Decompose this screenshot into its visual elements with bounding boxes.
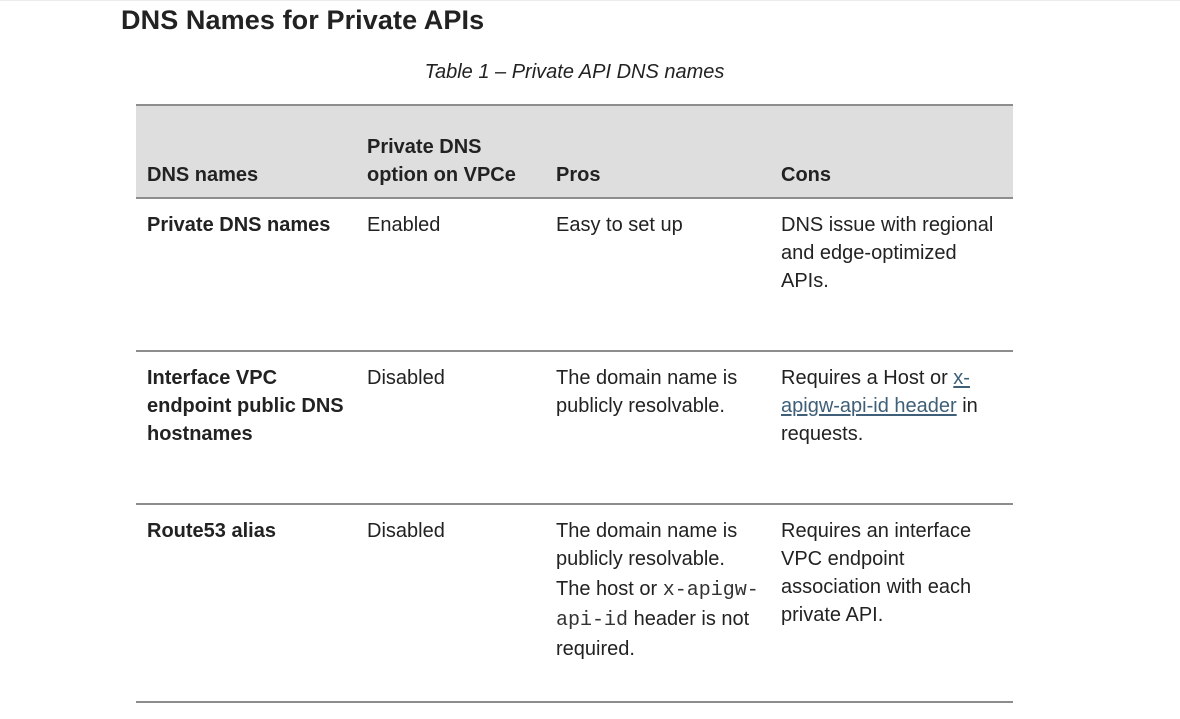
cell-pros: The domain name is publicly resolvable. <box>556 367 738 417</box>
pros-text-after-code: header is not required. <box>556 608 750 660</box>
cell-cons: Requires a Host or x-apigw-api-id header… <box>770 351 1013 504</box>
cell-pros: The domain name is publicly resolvable. … <box>545 504 770 702</box>
column-header-private-dns-option: Private DNS option on VPCe <box>367 136 516 186</box>
table-header-row: DNS names Private DNS option on VPCe Pro… <box>136 105 1013 198</box>
cons-text-after-link: in requests. <box>781 395 978 445</box>
cell-cons: Requires an interface VPC endpoint assoc… <box>781 520 972 626</box>
column-header-cons: Cons <box>781 164 831 186</box>
column-header-pros: Pros <box>556 164 601 186</box>
pros-paragraph-host-header: The host or x-apigw-api-id header is not… <box>556 575 764 663</box>
cell-dns-name: Route53 alias <box>147 520 276 542</box>
page-heading: DNS Names for Private APIs <box>121 5 485 35</box>
table-caption: Table 1 – Private API DNS names <box>424 61 725 83</box>
table-row: Interface VPC endpoint public DNS hostna… <box>136 351 1013 504</box>
dns-names-table: DNS names Private DNS option on VPCe Pro… <box>136 104 1013 703</box>
cell-dns-name: Interface VPC endpoint public DNS hostna… <box>147 367 344 445</box>
cell-private-dns-option: Disabled <box>367 367 445 389</box>
column-header-dns-names: DNS names <box>147 164 259 186</box>
cell-private-dns-option: Disabled <box>367 520 445 542</box>
cell-private-dns-option: Enabled <box>367 214 441 236</box>
x-apigw-api-id-code: x-apigw-api-id <box>556 579 759 632</box>
table-row: Private DNS names Enabled Easy to set up… <box>136 198 1013 351</box>
pros-paragraph: The domain name is publicly resolvable. <box>556 520 738 570</box>
cons-text-before-link: Requires a Host or <box>781 367 954 389</box>
table-row: Route53 alias Disabled The domain name i… <box>136 504 1013 702</box>
x-apigw-api-id-header-link[interactable]: x-apigw-api-id header <box>781 367 970 417</box>
cell-dns-name: Private DNS names <box>147 214 331 236</box>
cell-cons: DNS issue with regional and edge-optimiz… <box>781 214 994 292</box>
cell-pros: Easy to set up <box>556 214 683 236</box>
page-top-rule <box>0 0 1180 1</box>
pros-text-before-code: The host or <box>556 578 663 600</box>
